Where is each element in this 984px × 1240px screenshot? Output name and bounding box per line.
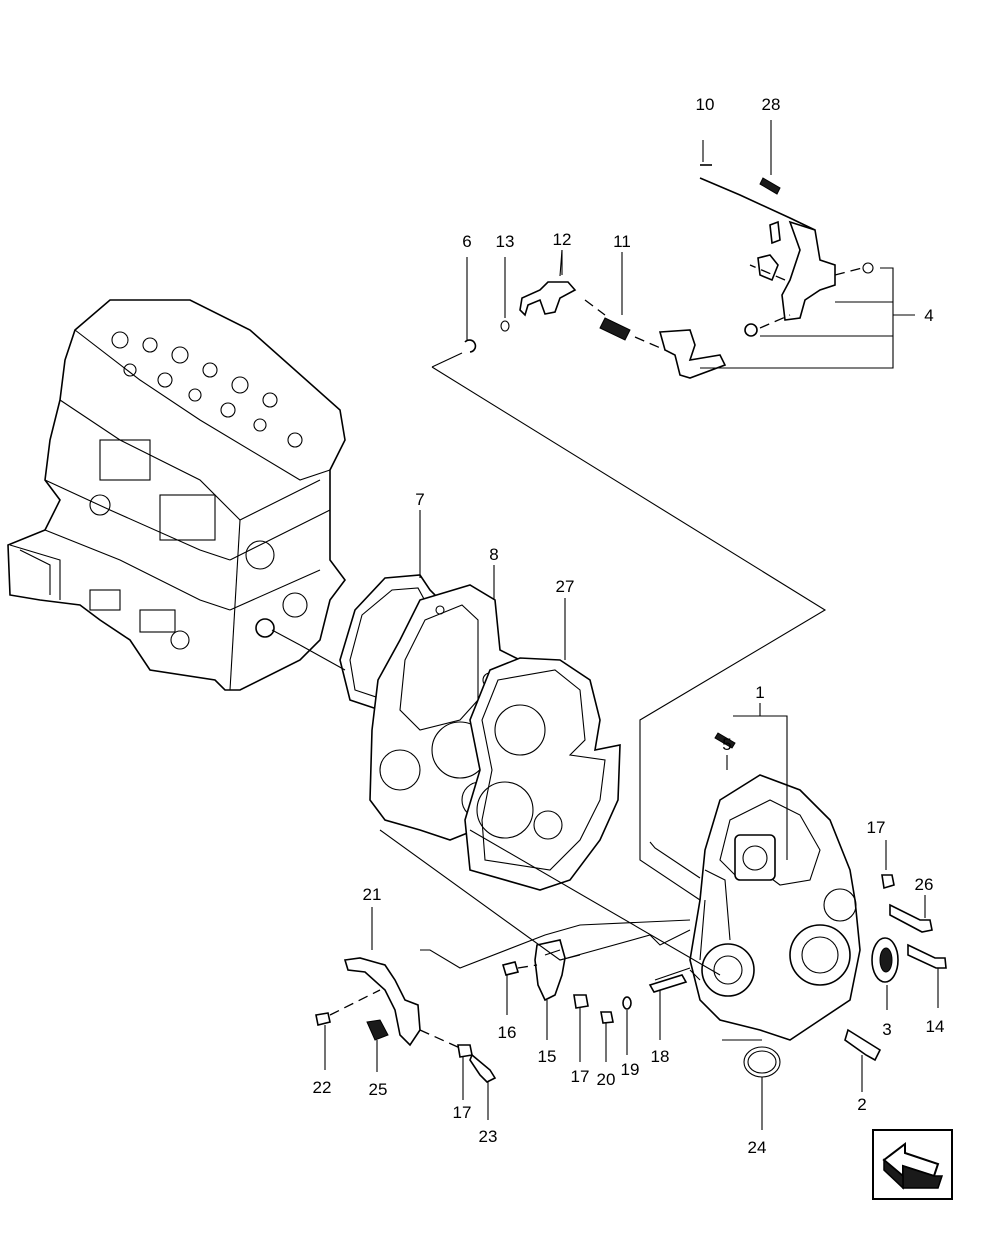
callout-17-middle: 17 <box>571 1067 590 1086</box>
callout-12: 12 <box>553 230 572 249</box>
callout-17-upper: 17 <box>867 818 886 837</box>
callout-5: 5 <box>722 735 731 754</box>
lower-brackets <box>315 907 688 1083</box>
callout-24: 24 <box>748 1138 767 1157</box>
callout-15: 15 <box>538 1047 557 1066</box>
callout-7: 7 <box>415 490 424 509</box>
callout-3: 3 <box>882 1020 891 1039</box>
callout-19: 19 <box>621 1060 640 1079</box>
callout-11: 11 <box>613 232 631 251</box>
gear-case-cover <box>689 703 947 1078</box>
assembly-lines <box>299 352 827 981</box>
callout-2: 2 <box>857 1095 866 1114</box>
callout-6: 6 <box>462 232 471 251</box>
callout-8: 8 <box>489 545 498 564</box>
callout-23: 23 <box>479 1127 498 1146</box>
callout-leaders <box>324 250 939 1130</box>
governor-linkage <box>464 120 915 379</box>
callout-14: 14 <box>926 1017 945 1036</box>
callout-25: 25 <box>369 1080 388 1099</box>
engine-block <box>7 299 346 691</box>
callout-17-lower: 17 <box>453 1103 472 1122</box>
gasket-plates <box>339 574 621 891</box>
direction-arrow-icon <box>872 1129 953 1200</box>
callout-13: 13 <box>496 232 515 251</box>
callout-26: 26 <box>915 875 934 894</box>
callout-21: 21 <box>363 885 382 904</box>
callout-27: 27 <box>556 577 575 596</box>
callout-18: 18 <box>651 1047 670 1066</box>
callout-20: 20 <box>597 1070 616 1089</box>
callout-labels: 1 2 3 4 5 6 7 8 10 11 12 13 14 15 16 17 … <box>313 95 945 1157</box>
callout-16: 16 <box>498 1023 517 1042</box>
callout-28: 28 <box>762 95 781 114</box>
callout-4: 4 <box>924 306 933 325</box>
callout-1: 1 <box>755 683 764 702</box>
callout-22: 22 <box>313 1078 332 1097</box>
callout-10: 10 <box>696 95 715 114</box>
